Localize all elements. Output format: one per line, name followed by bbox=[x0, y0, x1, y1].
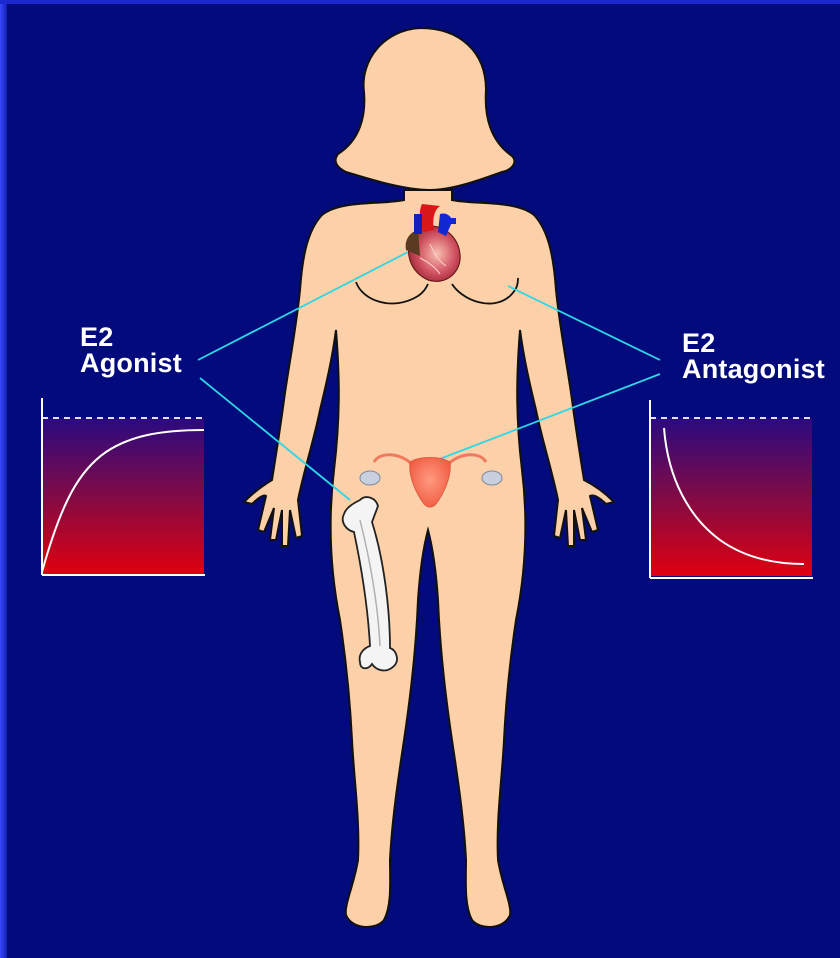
body bbox=[244, 190, 614, 927]
agonist-graph-area bbox=[42, 418, 204, 574]
agonist-label-line2: Agonist bbox=[80, 350, 182, 376]
ovary-left bbox=[360, 471, 380, 485]
agonist-label-line1: E2 bbox=[80, 324, 182, 350]
ovary-right bbox=[482, 471, 502, 485]
antagonist-label-line2: Antagonist bbox=[682, 356, 825, 382]
antagonist-label: E2 Antagonist bbox=[682, 330, 825, 382]
agonist-graph bbox=[42, 398, 205, 575]
head-hair bbox=[336, 28, 515, 190]
antagonist-graph bbox=[650, 400, 813, 578]
agonist-label: E2 Agonist bbox=[80, 324, 182, 376]
antagonist-graph-area bbox=[650, 418, 812, 576]
antagonist-label-line1: E2 bbox=[682, 330, 825, 356]
